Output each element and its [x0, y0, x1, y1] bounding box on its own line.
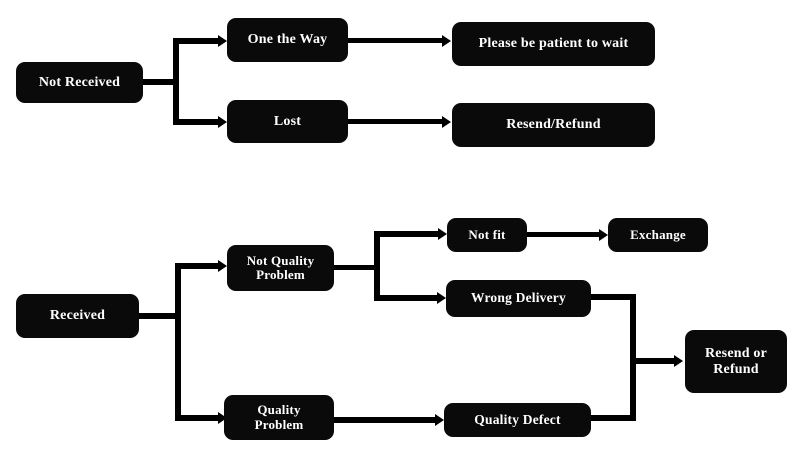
- arrowhead-to-wrong-delivery: [437, 292, 446, 304]
- node-resend-or-refund-label: Resend or Refund: [691, 346, 781, 376]
- connector-to-not-quality-problem: [175, 263, 219, 269]
- node-received-label: Received: [49, 308, 106, 324]
- node-quality-defect[interactable]: Quality Defect: [444, 403, 591, 437]
- connector-not-received-stem: [143, 79, 179, 85]
- node-resend-or-refund-line2: Refund: [713, 361, 759, 377]
- connector-received-stem: [139, 313, 180, 319]
- node-quality-problem-line2: Problem: [254, 416, 304, 432]
- connector-lost-to-resend-refund: [348, 119, 444, 124]
- connector-not-quality-problem-split: [374, 233, 380, 300]
- connector-not-received-split: [173, 41, 179, 125]
- node-not-quality-problem[interactable]: Not Quality Problem: [227, 245, 334, 291]
- connector-merge-bar: [630, 294, 636, 421]
- node-quality-defect-label: Quality Defect: [474, 411, 561, 427]
- node-not-quality-problem-line2: Problem: [256, 267, 305, 282]
- connector-merge-to-resend-or-refund: [630, 358, 676, 364]
- connector-to-one-the-way: [173, 38, 219, 44]
- node-not-fit-label: Not fit: [468, 226, 506, 242]
- node-please-be-patient-to-wait[interactable]: Please be patient to wait: [452, 22, 655, 66]
- arrowhead-to-exchange: [599, 229, 608, 241]
- connector-to-quality-problem: [175, 415, 219, 421]
- node-exchange[interactable]: Exchange: [608, 218, 708, 252]
- connector-quality-problem-to-quality-defect: [334, 417, 437, 423]
- node-quality-problem-line1: Quality: [257, 402, 301, 418]
- arrowhead-to-quality-defect: [435, 414, 444, 426]
- connector-one-the-way-to-wait: [348, 38, 444, 43]
- node-lost[interactable]: Lost: [227, 100, 348, 143]
- connector-to-not-fit: [374, 231, 440, 237]
- arrowhead-to-quality-problem: [218, 412, 227, 424]
- connector-not-fit-to-exchange: [527, 232, 601, 237]
- node-not-fit[interactable]: Not fit: [447, 218, 527, 252]
- node-please-be-patient-to-wait-label: Please be patient to wait: [478, 36, 629, 52]
- node-quality-problem-label: Quality Problem: [230, 403, 328, 431]
- node-resend-refund[interactable]: Resend/Refund: [452, 103, 655, 147]
- arrowhead-to-resend-refund: [442, 116, 451, 128]
- arrowhead-to-lost: [218, 116, 227, 128]
- arrowhead-to-one-the-way: [218, 35, 227, 47]
- node-lost-label: Lost: [273, 113, 302, 129]
- arrowhead-to-please-be-patient: [442, 35, 451, 47]
- node-not-quality-problem-label: Not Quality Problem: [233, 252, 328, 282]
- arrowhead-to-not-quality-problem: [218, 260, 227, 272]
- connector-quality-defect-merge: [591, 415, 636, 421]
- connector-not-quality-problem-stem: [334, 265, 380, 270]
- node-wrong-delivery[interactable]: Wrong Delivery: [446, 280, 591, 317]
- connector-received-split: [175, 265, 181, 421]
- node-one-the-way-label: One the Way: [247, 32, 328, 48]
- node-quality-problem[interactable]: Quality Problem: [224, 395, 334, 440]
- node-resend-refund-label: Resend/Refund: [506, 117, 601, 133]
- node-received[interactable]: Received: [16, 294, 139, 338]
- node-resend-or-refund-line1: Resend or: [704, 346, 768, 362]
- node-one-the-way[interactable]: One the Way: [227, 18, 348, 62]
- arrowhead-to-not-fit: [438, 228, 447, 240]
- node-wrong-delivery-label: Wrong Delivery: [471, 290, 566, 306]
- node-not-quality-problem-line1: Not Quality: [246, 252, 315, 268]
- node-resend-or-refund[interactable]: Resend or Refund: [685, 330, 787, 393]
- node-not-received-label: Not Received: [38, 74, 121, 90]
- node-not-received[interactable]: Not Received: [16, 62, 143, 103]
- connector-to-wrong-delivery: [374, 295, 438, 301]
- connector-to-lost: [173, 119, 219, 125]
- connector-wrong-delivery-merge: [591, 294, 636, 300]
- arrowhead-to-resend-or-refund: [674, 355, 683, 367]
- node-exchange-label: Exchange: [630, 226, 686, 242]
